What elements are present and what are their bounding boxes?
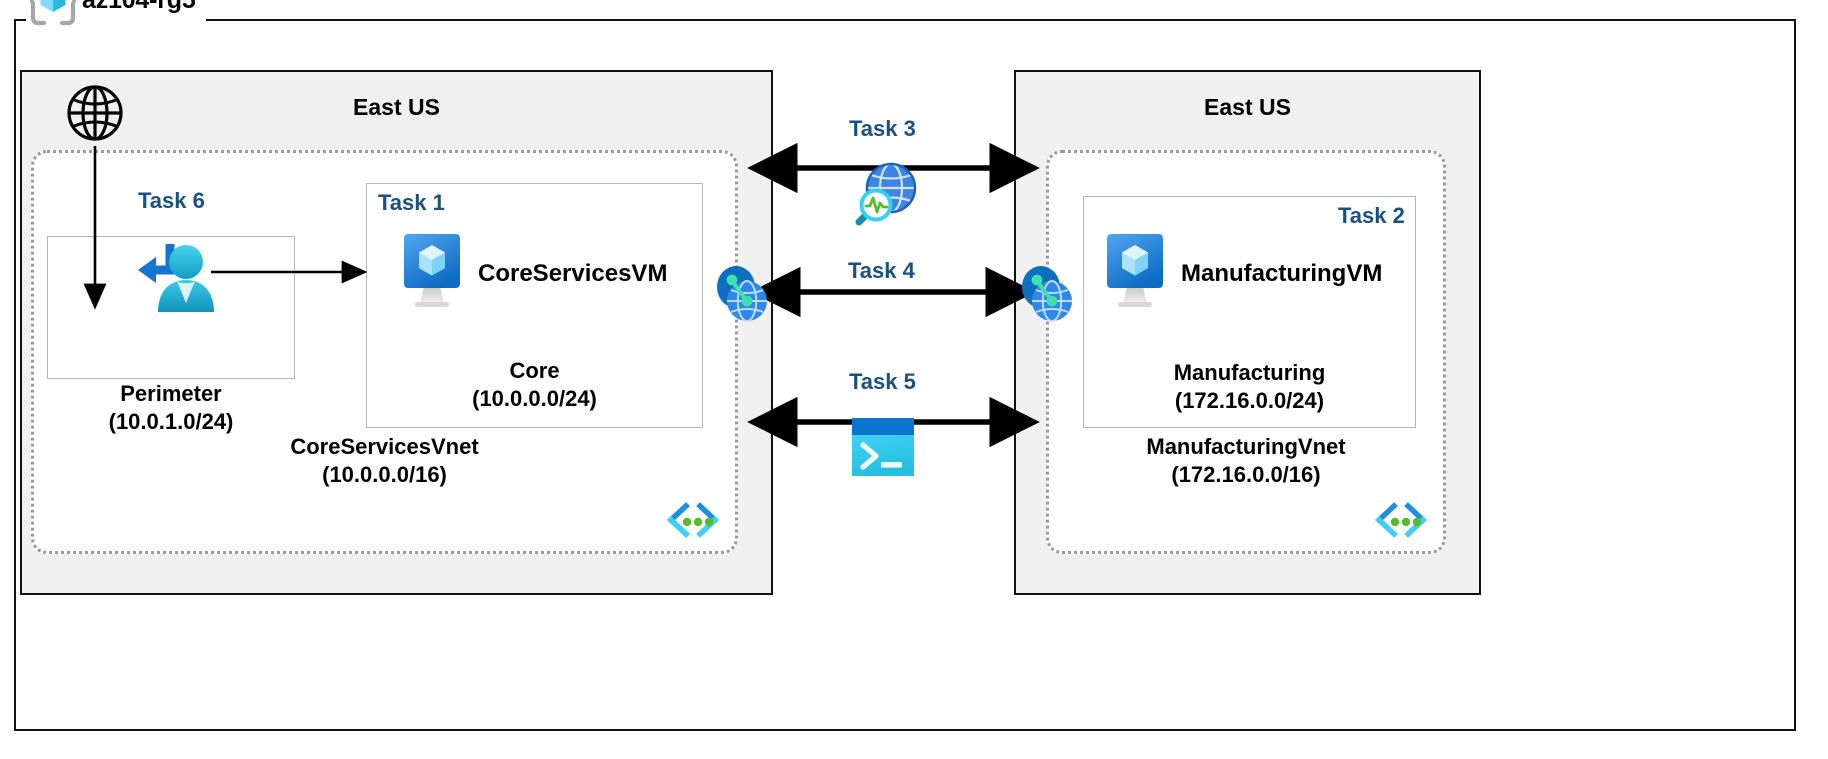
vnet-name-core: CoreServicesVnet — [290, 433, 479, 459]
vm-coreservicesvm: CoreServicesVM — [400, 232, 667, 315]
subnet-name-perimeter: Perimeter — [120, 380, 222, 406]
subnet-brackets-icon — [1373, 499, 1429, 541]
subnet-cidr-manufacturing: (172.16.0.0/24) — [1174, 387, 1325, 413]
subnet-caption-core: Core (10.0.0.0/24) — [367, 357, 702, 413]
task-label-task5: Task 5 — [849, 369, 916, 394]
vnet-label-core: CoreServicesVnet (10.0.0.0/16) — [34, 433, 735, 489]
region-title-right: East US — [1204, 94, 1291, 120]
vm-name-manufacturingvm: ManufacturingVM — [1181, 259, 1383, 287]
subnet-name-core: Core — [509, 357, 560, 383]
vnet-cidr-core: (10.0.0.0/16) — [322, 461, 447, 487]
task-label-task1: Task 1 — [378, 190, 445, 215]
vnet-cidr-manufacturing: (172.16.0.0/16) — [1171, 461, 1321, 487]
region-title-left: East US — [353, 94, 440, 120]
resource-group-cube-icon — [30, 0, 76, 26]
vm-manufacturingvm: ManufacturingVM — [1103, 232, 1382, 315]
user-access-icon — [128, 240, 220, 323]
resource-group-name: az104-rg5 — [82, 0, 196, 15]
subnet-name-manufacturing: Manufacturing — [1173, 359, 1326, 385]
subnet-caption-manufacturing: Manufacturing (172.16.0.0/24) — [1084, 359, 1415, 415]
cloud-shell-terminal-icon — [850, 416, 916, 485]
resource-group-frame — [14, 19, 1796, 731]
task-label-task2: Task 2 — [1338, 203, 1405, 228]
task-label-task3: Task 3 — [849, 116, 916, 141]
internet-globe-icon — [66, 84, 124, 147]
vnet-label-manufacturing: ManufacturingVnet (172.16.0.0/16) — [1049, 433, 1443, 489]
subnet-brackets-icon — [665, 499, 721, 541]
task-label-task4: Task 4 — [848, 258, 915, 283]
vnet-peering-icon — [1017, 262, 1079, 333]
task-label-task6: Task 6 — [138, 188, 205, 213]
vnet-peering-icon — [712, 262, 774, 333]
subnet-caption-perimeter: Perimeter (10.0.1.0/24) — [48, 380, 294, 436]
vnet-name-manufacturing: ManufacturingVnet — [1146, 433, 1346, 459]
virtual-machine-icon — [400, 232, 464, 315]
virtual-machine-icon — [1103, 232, 1167, 315]
subnet-cidr-perimeter: (10.0.1.0/24) — [108, 408, 234, 434]
resource-group-title: az104-rg5 — [26, 0, 206, 26]
network-watcher-globe-magnifier-icon — [850, 160, 920, 235]
subnet-cidr-core: (10.0.0.0/24) — [472, 385, 597, 411]
vm-name-coreservicesvm: CoreServicesVM — [478, 259, 668, 287]
